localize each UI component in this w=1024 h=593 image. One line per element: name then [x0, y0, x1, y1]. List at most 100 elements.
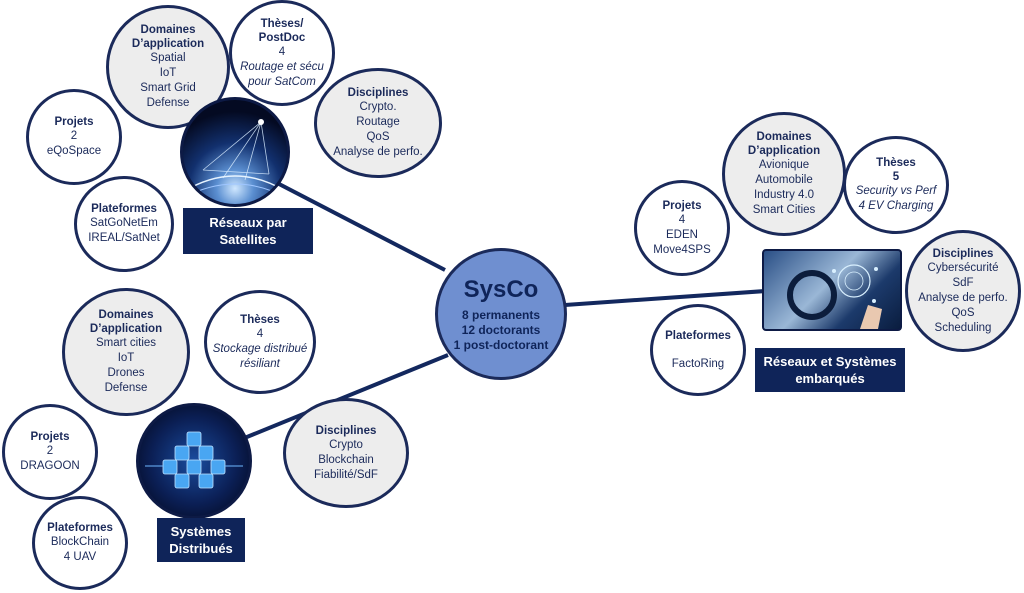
satellites-disciplines-item: QoS	[366, 131, 390, 143]
distribues-domaines-item: Drones	[107, 367, 145, 379]
satellites-theses-title-2: PostDoc	[258, 31, 306, 44]
distribues-label: Systèmes Distribués	[157, 518, 245, 562]
embarques-domaines-title-1: Domaines	[756, 131, 812, 143]
embarques-theses-note-1: Security vs Perf	[855, 185, 937, 197]
center-line-postdoc: 1 post-doctorant	[453, 337, 549, 352]
distribues-domaines-title-1: Domaines	[98, 309, 154, 321]
distribues-disciplines-item: Fiabilité/SdF	[314, 468, 378, 481]
satellites-projets-title: Projets	[54, 116, 94, 128]
embarques-disciplines-item: Scheduling	[934, 321, 992, 334]
embarques-projets-title: Projets	[662, 199, 702, 212]
link-embarques	[564, 288, 781, 307]
embarques-disciplines-title: Disciplines	[932, 247, 994, 260]
satellites-plateformes-item: SatGoNetEm	[90, 217, 158, 229]
distribues-disciplines-title: Disciplines	[315, 424, 377, 437]
embarques-disciplines-item: Analyse de perfo.	[918, 291, 1008, 304]
satellites-projets-bubble: Projets 2 eQoSpace	[26, 89, 122, 185]
satellite-beams-icon	[183, 119, 287, 199]
distribues-theses-count: 4	[256, 327, 264, 340]
embarques-plateformes-item: FactoRing	[671, 357, 725, 370]
distribues-plateformes-item: 4 UAV	[63, 551, 97, 563]
distribues-theses-note-1: Stockage distribué	[212, 342, 308, 355]
distribues-domaines-item: IoT	[117, 352, 135, 364]
distribues-domaines-bubble: Domaines D’application Smart cities IoT …	[62, 288, 190, 416]
cube-cluster-icon	[145, 431, 243, 489]
embarques-disciplines-item: Cybersécurité	[927, 261, 999, 274]
distribues-domaines-title-2: D’application	[89, 323, 163, 335]
distribues-projets-item: 2	[46, 445, 54, 457]
center-line-permanents: 8 permanents	[461, 307, 541, 322]
embarques-theses-count: 5	[892, 171, 900, 183]
embarques-label-line-1: Réseaux et Systèmes	[763, 354, 897, 369]
distribues-projets-bubble: Projets 2 DRAGOON	[2, 404, 98, 500]
satellites-projets-item: eQoSpace	[46, 145, 102, 157]
embarques-domaines-item: Avionique	[758, 159, 810, 171]
embarques-domaines-item: Industry 4.0	[753, 189, 815, 201]
distribues-plateformes-title: Plateformes	[47, 522, 113, 534]
satellites-label-line-2: Satellites	[219, 232, 277, 247]
center-title: SysCo	[463, 275, 539, 303]
satellites-disciplines-item: Crypto.	[359, 101, 397, 113]
embedded-car-image	[762, 249, 902, 331]
satellites-projets-item: 2	[70, 130, 78, 142]
satellites-label: Réseaux par Satellites	[183, 208, 313, 254]
distributed-cubes-image	[136, 403, 252, 519]
embarques-domaines-item: Automobile	[755, 174, 813, 186]
embarques-theses-title: Thèses	[876, 157, 916, 169]
embarques-projets-item: 4	[678, 213, 686, 226]
satellites-theses-title-1: Thèses/	[260, 17, 304, 30]
satellites-disciplines-item: Analyse de perfo.	[333, 146, 423, 158]
distribues-disciplines-item: Crypto	[329, 438, 363, 451]
embarques-domaines-title-2: D’application	[747, 145, 821, 157]
distribues-domaines-item: Defense	[104, 382, 148, 394]
link-satellites	[251, 168, 446, 272]
embarques-disciplines-item: QoS	[951, 306, 975, 319]
distribues-plateformes-item: BlockChain	[50, 536, 110, 548]
center-node-sysco: SysCo 8 permanents 12 doctorants 1 post-…	[435, 248, 567, 380]
satellites-domaines-item: Defense	[146, 97, 190, 109]
satellites-domaines-item: IoT	[159, 67, 177, 79]
embarques-projets-item: Move4SPS	[653, 243, 711, 256]
embarques-theses-note-2: 4 EV Charging	[858, 200, 934, 212]
satellite-network-image	[180, 97, 290, 207]
satellites-domaines-title-2: D’application	[131, 38, 205, 50]
distribues-theses-bubble: Thèses 4 Stockage distribué résiliant	[204, 290, 316, 394]
satellites-domaines-bubble: Domaines D’application Spatial IoT Smart…	[106, 5, 230, 129]
embarques-plateformes-bubble: Plateformes FactoRing	[650, 304, 746, 396]
embarques-plateformes-title: Plateformes	[665, 329, 731, 342]
embarques-disciplines-bubble: Disciplines Cybersécurité SdF Analyse de…	[905, 230, 1021, 352]
satellites-plateformes-item: IREAL/SatNet	[88, 232, 160, 244]
center-line-doctorants: 12 doctorants	[461, 322, 541, 337]
embarques-disciplines-item: SdF	[952, 276, 974, 289]
distribues-label-line-2: Distribués	[169, 541, 233, 556]
satellites-disciplines-title: Disciplines	[347, 87, 409, 99]
embarques-domaines-item: Smart Cities	[752, 204, 816, 216]
satellites-theses-note-2: pour SatCom	[248, 75, 316, 88]
distribues-projets-item: DRAGOON	[20, 460, 80, 472]
distribues-label-line-1: Systèmes	[170, 524, 232, 539]
satellites-domaines-title-1: Domaines	[140, 24, 196, 36]
embarques-theses-bubble: Thèses 5 Security vs Perf 4 EV Charging	[843, 136, 949, 234]
satellites-theses-note-1: Routage et sécu	[240, 60, 324, 73]
distribues-domaines-item: Smart cities	[95, 337, 157, 349]
embarques-projets-bubble: Projets 4 EDEN Move4SPS	[634, 180, 730, 276]
distribues-plateformes-bubble: Plateformes BlockChain 4 UAV	[32, 496, 128, 590]
distribues-disciplines-bubble: Disciplines Crypto Blockchain Fiabilité/…	[283, 398, 409, 508]
satellites-plateformes-bubble: Plateformes SatGoNetEm IREAL/SatNet	[74, 176, 174, 272]
distribues-disciplines-item: Blockchain	[318, 453, 374, 466]
satellites-disciplines-item: Routage	[356, 116, 400, 128]
embarques-label-line-2: embarqués	[795, 371, 865, 386]
satellites-label-line-1: Réseaux par	[209, 215, 287, 230]
distribues-theses-title: Thèses	[240, 313, 280, 326]
satellites-theses-bubble: Thèses/ PostDoc 4 Routage et sécu pour S…	[229, 0, 335, 106]
distribues-projets-title: Projets	[30, 431, 70, 443]
embarques-label: Réseaux et Systèmes embarqués	[755, 348, 905, 392]
embarques-domaines-bubble: Domaines D’application Avionique Automob…	[722, 112, 846, 236]
satellites-theses-count: 4	[278, 45, 286, 58]
satellites-disciplines-bubble: Disciplines Crypto. Routage QoS Analyse …	[314, 68, 442, 178]
distribues-theses-note-2: résiliant	[240, 357, 280, 370]
embarques-projets-item: EDEN	[666, 228, 698, 241]
satellites-domaines-item: Spatial	[150, 52, 186, 64]
satellites-domaines-item: Smart Grid	[140, 82, 196, 94]
